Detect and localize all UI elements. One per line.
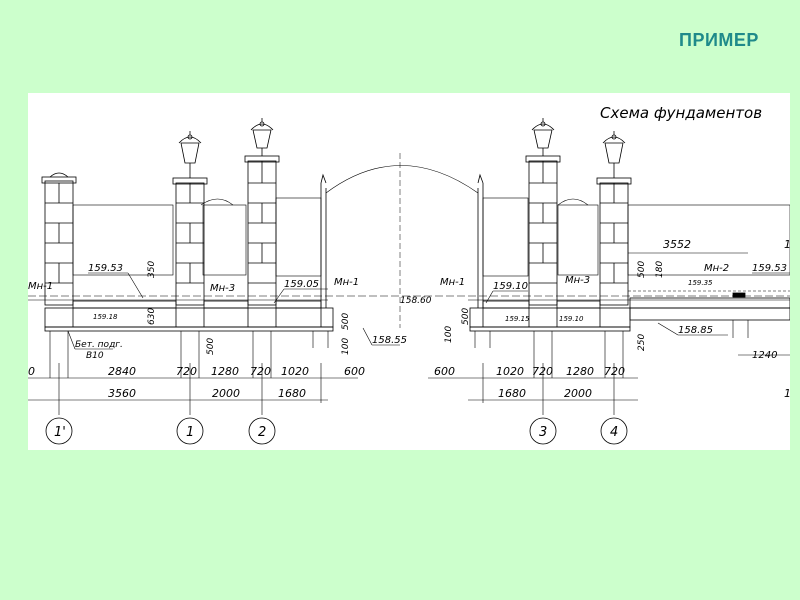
dimension-label: 180 [655, 261, 665, 278]
pillar-1prime [41, 172, 77, 306]
dimension-label: 350 [147, 261, 157, 278]
foundation-drawing: Схема фундаментов [28, 93, 790, 450]
dimension-label: 630 [147, 308, 157, 325]
dimension-label: 1280 [211, 365, 239, 378]
axis-label: 4 [610, 425, 618, 440]
dimension-label: 500 [206, 338, 216, 355]
elevation-label: 158.85 [678, 325, 713, 336]
dimension-label: 1680 [498, 387, 526, 400]
axis-label: 2 [258, 425, 266, 440]
dimension-label: 1 [784, 238, 790, 251]
mark-label: Мн-1 [334, 277, 359, 288]
dimension-label: 1020 [281, 365, 309, 378]
elevation-label: 159.10 [559, 315, 584, 323]
piles [49, 320, 749, 378]
dimension-label: 0 [28, 365, 35, 378]
mark-label: Мн-3 [210, 283, 235, 294]
axis-circle-1prime [45, 417, 73, 445]
leader-lines [67, 272, 790, 350]
pillar-3 [525, 118, 561, 306]
mark-label: Мн-1 [28, 281, 53, 292]
dimension-label: 1280 [566, 365, 594, 378]
foundation-right [469, 292, 790, 332]
elevation-label: 159.53 [752, 263, 787, 274]
dimension-label: 1020 [496, 365, 524, 378]
fence-panels [72, 197, 790, 277]
dimension-label: 2840 [108, 365, 136, 378]
dimension-label: 3552 [663, 238, 691, 251]
elevation-label: 159.35 [688, 279, 713, 287]
dimension-label: 250 [637, 334, 647, 351]
mark-label: Мн-3 [565, 275, 590, 286]
axis-circle-4 [600, 417, 628, 445]
dimension-lines [28, 252, 790, 415]
axis-label: 1' [54, 425, 66, 440]
axis-circle-1 [176, 417, 204, 445]
dimension-label: 100 [444, 326, 454, 343]
foundation-scheme-svg: Схема фундаментов [28, 104, 790, 445]
axis-circle-2 [248, 417, 276, 445]
dimension-label: 600 [344, 365, 365, 378]
dimension-label: 720 [532, 365, 553, 378]
mark-label: Мн-1 [440, 277, 465, 288]
drawing-title: Схема фундаментов [600, 104, 762, 122]
elevation-label: 159.53 [88, 263, 123, 274]
mark-label: Мн-2 [704, 263, 729, 274]
dimension-label: 500 [637, 261, 647, 278]
dimension-label: 1 [784, 387, 790, 400]
pillar-4 [596, 131, 632, 306]
pillar-2 [244, 118, 280, 306]
elevation-label: 158.60 [400, 296, 432, 306]
dimension-label: 500 [461, 308, 471, 325]
elevation-label: 159.05 [284, 279, 319, 290]
slide-title: ПРИМЕР [679, 30, 759, 50]
elevation-label: 159.15 [505, 315, 530, 323]
pillar-1 [172, 131, 208, 306]
dimension-label: 500 [341, 313, 351, 330]
dimension-label: 600 [434, 365, 455, 378]
gate [320, 153, 484, 328]
dimension-label: 720 [604, 365, 625, 378]
concrete-note: Бет. подг. [75, 340, 123, 350]
dimension-label: 100 [341, 338, 351, 355]
axis-markers [45, 417, 628, 445]
concrete-class: В10 [86, 351, 104, 361]
axis-circle-3 [529, 417, 557, 445]
dimension-label: 2000 [212, 387, 240, 400]
dimension-label: 3560 [108, 387, 136, 400]
dimension-label: 720 [176, 365, 197, 378]
foundation-left [44, 300, 334, 332]
elevation-label: 158.55 [372, 335, 407, 346]
dimension-label: 1680 [278, 387, 306, 400]
elevation-label: 159.10 [493, 281, 528, 292]
dimension-label: 2000 [564, 387, 592, 400]
ground-lines [28, 290, 790, 301]
dimension-label: 1240 [752, 350, 777, 361]
dimension-label: 720 [250, 365, 271, 378]
axis-label: 1 [186, 425, 194, 440]
elevation-label: 159.18 [93, 313, 118, 321]
axis-label: 3 [539, 425, 547, 440]
